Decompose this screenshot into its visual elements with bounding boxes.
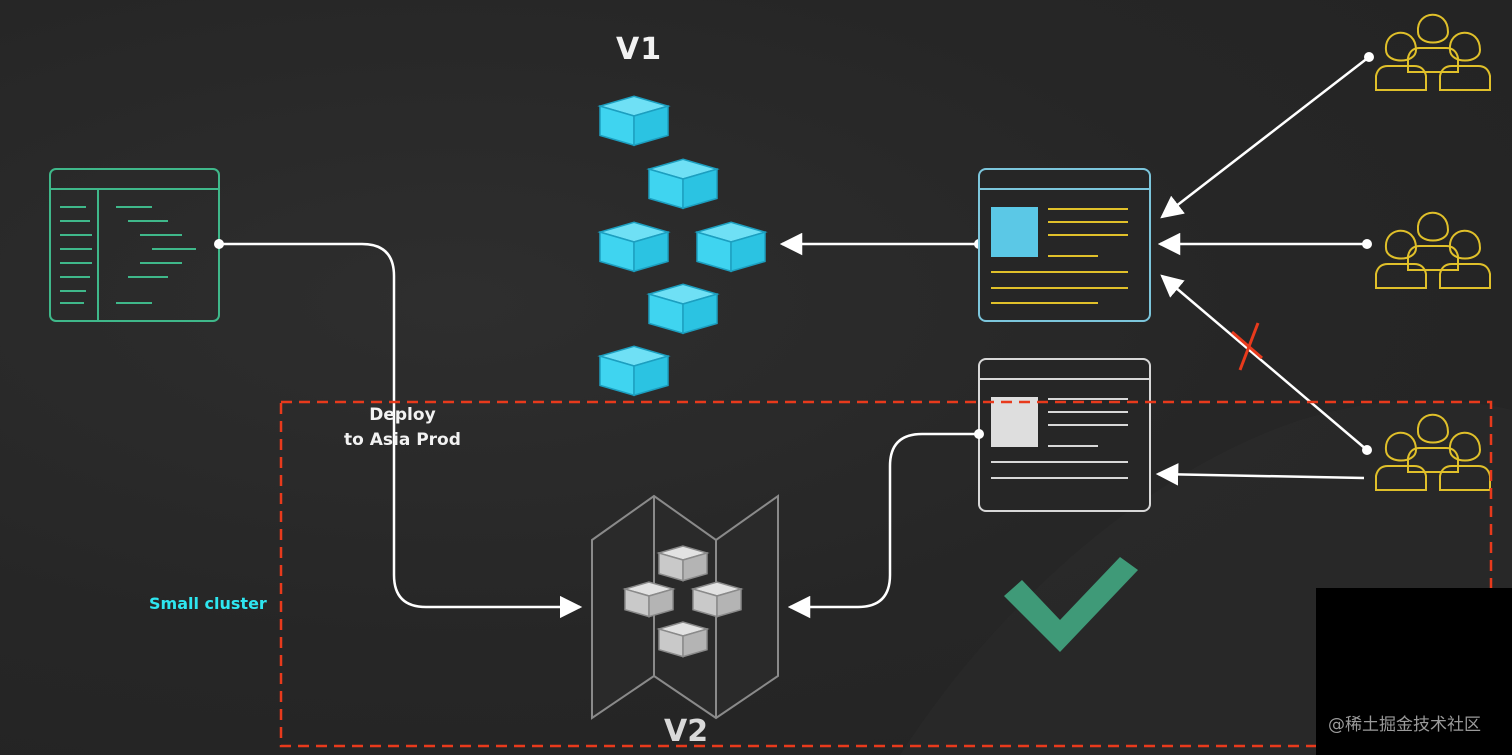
v1-cube-1 bbox=[597, 95, 671, 147]
v2-web-page-icon bbox=[978, 358, 1151, 512]
v2-label: V2 bbox=[664, 714, 709, 749]
v1-cube-4 bbox=[694, 221, 768, 273]
v2-cube-stack-icon bbox=[622, 545, 744, 658]
small-cluster-border bbox=[279, 400, 1493, 748]
v1-cube-3 bbox=[597, 221, 671, 273]
v2-service-connector bbox=[787, 429, 984, 619]
user-arrows bbox=[1155, 52, 1374, 486]
v2-cube-2 bbox=[622, 581, 676, 618]
user-group-icon-bottom bbox=[1375, 413, 1491, 491]
v1-cube-2 bbox=[646, 158, 720, 210]
black-overlay-box bbox=[1316, 588, 1512, 755]
v1-service-connector bbox=[779, 232, 984, 256]
deploy-connector bbox=[214, 239, 583, 619]
watermark: @稀土掘金技术社区 bbox=[1328, 715, 1481, 735]
user-group-icon-middle bbox=[1375, 211, 1491, 289]
v1-cube-5 bbox=[646, 283, 720, 335]
v2-cube-3 bbox=[690, 581, 744, 618]
v1-web-page-icon bbox=[978, 168, 1151, 322]
v1-cube-stack-icon bbox=[597, 95, 768, 397]
deploy-label: Deploy to Asia Prod bbox=[344, 403, 461, 453]
blocked-x-icon bbox=[1231, 322, 1263, 371]
v1-label: V1 bbox=[616, 32, 663, 67]
v2-map-cluster-icon bbox=[591, 494, 779, 720]
code-editor-icon bbox=[49, 168, 220, 322]
user-group-icon-top bbox=[1375, 13, 1491, 91]
small-cluster-label: Small cluster bbox=[149, 594, 267, 613]
deploy-label-line1: Deploy bbox=[369, 405, 436, 425]
v1-cube-6 bbox=[597, 345, 671, 397]
check-icon bbox=[1004, 557, 1138, 652]
deploy-label-line2: to Asia Prod bbox=[344, 430, 461, 450]
v2-cube-4 bbox=[656, 621, 710, 658]
v2-cube-1 bbox=[656, 545, 710, 582]
